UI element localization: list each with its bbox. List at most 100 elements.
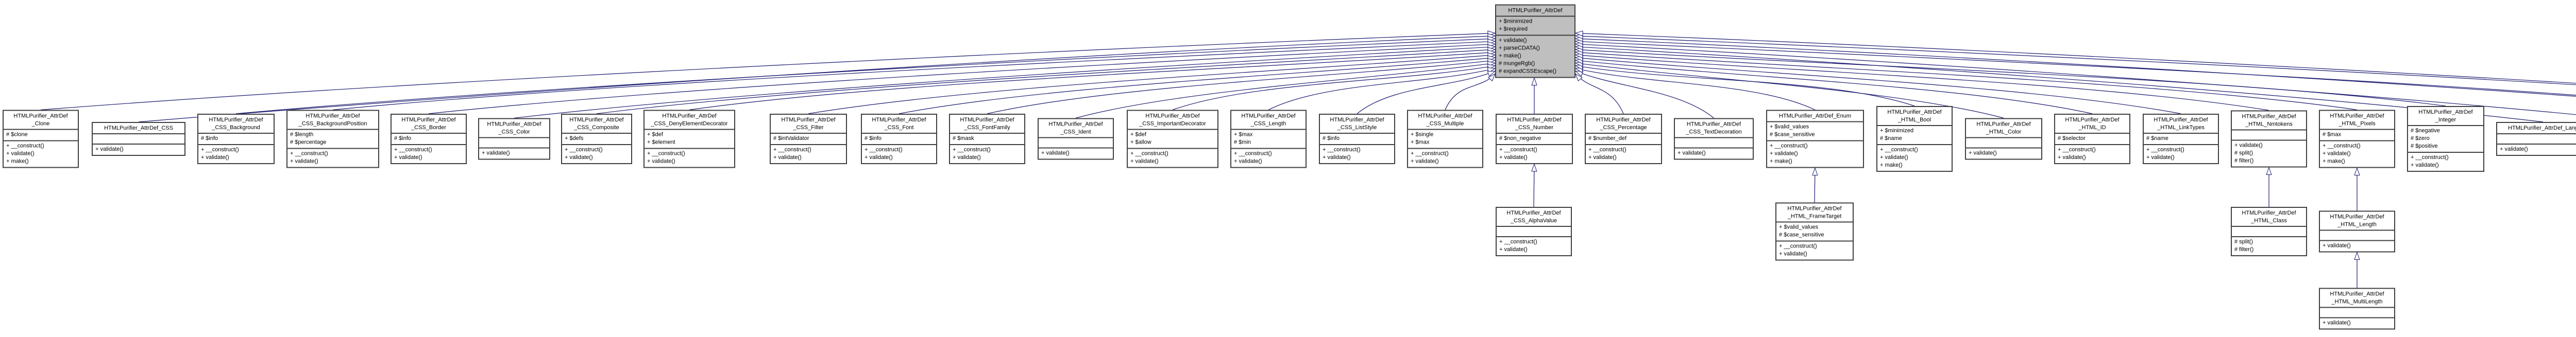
class-box-clone[interactable]: HTMLPurifier_AttrDef _Clone # $clone + _… [3,110,79,168]
class-box-html_linktypes[interactable]: HTMLPurifier_AttrDef _HTML_LinkTypes # $… [2143,114,2219,164]
attribute: + $minimized [1880,128,1914,134]
attributes-compartment [2232,129,2306,140]
class-box-css_background[interactable]: HTMLPurifier_AttrDef _CSS_Background # $… [197,114,275,164]
class-box-css_fontfamily[interactable]: HTMLPurifier_AttrDef _CSS_FontFamily # $… [949,114,1025,164]
class-title: HTMLPurifier_AttrDef _CSS_Font [872,117,926,131]
methods-compartment: + validate() [93,144,184,155]
class-title: HTMLPurifier_AttrDef [1508,7,1563,14]
class-box-attrdef[interactable]: HTMLPurifier_AttrDef + $minimized+ $requ… [1495,4,1575,78]
methods-compartment: + __construct()+ validate() [1497,144,1572,163]
class-box-enum[interactable]: HTMLPurifier_AttrDef_Enum + $valid_value… [1766,110,1864,168]
attribute: + $def [647,131,663,138]
class-box-css_length[interactable]: HTMLPurifier_AttrDef _CSS_Length + $max#… [1230,110,1307,168]
method: + validate() [2058,154,2086,161]
method: + validate() [1499,37,1527,44]
method: + __construct() [2411,154,2449,161]
class-box-css_filter[interactable]: HTMLPurifier_AttrDef _CSS_Filter # $intV… [770,114,847,164]
methods-compartment: + __construct()+ validate()+ make() [4,140,78,167]
methods-compartment: + validate() [479,147,549,159]
attribute: # $zero [2411,135,2430,141]
attribute: + $minimized [1499,18,1533,25]
class-box-html_frametarget[interactable]: HTMLPurifier_AttrDef _HTML_FrameTarget +… [1775,202,1854,261]
attribute: # $max [2323,131,2342,138]
attribute: # $non_negative [1499,135,1541,141]
method: + validate() [865,154,893,161]
method: + validate() [2146,154,2175,161]
methods-compartment: + __construct()+ validate() [950,144,1024,163]
class-box-html_multilength[interactable]: HTMLPurifier_AttrDef _HTML_MultiLength +… [2319,288,2395,330]
method: + __construct() [1880,147,1918,153]
class-box-css_importantdecorator[interactable]: HTMLPurifier_AttrDef _CSS_ImportantDecor… [1127,110,1218,168]
methods-compartment: + validate()# split()# filter() [2232,139,2306,167]
class-box-css_multiple[interactable]: HTMLPurifier_AttrDef _CSS_Multiple + $si… [1407,110,1483,168]
class-box-lang[interactable]: HTMLPurifier_AttrDef_Lang + validate() [2496,122,2576,156]
class-box-html_bool[interactable]: HTMLPurifier_AttrDef _HTML_Bool + $minim… [1876,106,1953,172]
method: + validate() [1779,251,1807,257]
class-box-css_alphavalue[interactable]: HTMLPurifier_AttrDef _CSS_AlphaValue + _… [1496,207,1572,256]
class-title: HTMLPurifier_AttrDef _CSS_Background [209,117,263,131]
attribute: + $defs [565,135,584,141]
attributes-compartment [1966,137,2041,148]
method: + validate() [482,150,510,156]
class-box-css_color[interactable]: HTMLPurifier_AttrDef _CSS_Color + valida… [478,118,550,160]
class-title: HTMLPurifier_AttrDef _CSS_Border [401,117,456,131]
attributes-compartment: # $max [2320,129,2394,140]
attributes-compartment: # $non_negative [1497,133,1572,144]
class-box-css_ident[interactable]: HTMLPurifier_AttrDef _CSS_Ident + valida… [1038,118,1114,160]
attribute: + $single [1411,131,1434,138]
class-box-css_percentage[interactable]: HTMLPurifier_AttrDef _CSS_Percentage # $… [1585,114,1662,164]
method: + validate() [1499,246,1528,253]
attribute: # $mask [953,135,974,141]
methods-compartment: + __construct()+ validate() [1408,148,1482,167]
attribute: # $selector [2058,135,2086,141]
class-box-css_font[interactable]: HTMLPurifier_AttrDef _CSS_Font # $info +… [861,114,937,164]
attribute: # $info [1323,135,1340,141]
class-title: HTMLPurifier_AttrDef _CSS_TextDecoration [1686,121,1742,135]
attribute: # $case_sensitive [1770,131,1815,138]
class-box-html_class[interactable]: HTMLPurifier_AttrDef _HTML_Class # split… [2231,207,2307,256]
class-box-css_liststyle[interactable]: HTMLPurifier_AttrDef _CSS_ListStyle # $i… [1319,114,1395,164]
method: + __construct() [953,147,991,153]
attributes-compartment: # $mask [950,133,1024,144]
attribute: + $valid_values [1779,224,1819,230]
attributes-compartment: # $info [392,133,466,144]
class-box-css_number[interactable]: HTMLPurifier_AttrDef _CSS_Number # $non_… [1496,114,1573,164]
class-title: HTMLPurifier_AttrDef_Enum [1779,113,1851,119]
class-box-css_border[interactable]: HTMLPurifier_AttrDef _CSS_Border # $info… [391,114,467,164]
class-box-css_backgroundposition[interactable]: HTMLPurifier_AttrDef _CSS_BackgroundPosi… [286,110,379,168]
method: + validate() [1234,158,1262,165]
class-title: HTMLPurifier_AttrDef_Lang [2508,125,2576,131]
class-box-html_id[interactable]: HTMLPurifier_AttrDef _HTML_ID # $selecto… [2054,114,2130,164]
attributes-compartment: # $info [198,133,274,144]
class-title: HTMLPurifier_AttrDef _Integer [2418,109,2473,123]
attribute: + $required [1499,26,1528,32]
attribute: # $name [1880,135,1902,141]
class-box-integer[interactable]: HTMLPurifier_AttrDef _Integer # $negativ… [2407,106,2484,172]
method: + validate() [1880,154,1908,161]
attributes-compartment: # $info [862,133,936,144]
attribute: # $name [2146,135,2168,141]
attribute: # $info [201,135,218,141]
methods-compartment: + __construct()+ validate() [1231,148,1306,167]
method: + make() [1770,158,1792,165]
class-box-css_composite[interactable]: HTMLPurifier_AttrDef _CSS_Composite + $d… [561,114,632,164]
method: + make() [2323,158,2345,165]
attribute: + $element [647,139,675,146]
method: + __construct() [1499,239,1537,245]
class-box-html_length[interactable]: HTMLPurifier_AttrDef _HTML_Length + vali… [2319,210,2395,253]
class-box-css[interactable]: HTMLPurifier_AttrDef_CSS + validate() [92,122,185,156]
class-box-css_textdecoration[interactable]: HTMLPurifier_AttrDef _CSS_TextDecoration… [1674,118,1754,160]
attribute: # $case_sensitive [1779,232,1824,238]
class-box-html_color[interactable]: HTMLPurifier_AttrDef _HTML_Color + valid… [1965,118,2042,160]
class-box-css_denyelementdecorator[interactable]: HTMLPurifier_AttrDef _CSS_DenyElementDec… [643,110,735,168]
attributes-compartment: + $valid_values # $case_sensitive [1776,221,1853,241]
class-box-html_pixels[interactable]: HTMLPurifier_AttrDef _HTML_Pixels # $max… [2319,110,2395,168]
method: + __construct() [2323,143,2361,149]
method: + __construct() [1499,147,1537,153]
attribute: # $info [394,135,412,141]
class-title: HTMLPurifier_AttrDef _CSS_ListStyle [1330,117,1384,131]
attributes-compartment [1039,137,1113,148]
class-box-html_nmtokens[interactable]: HTMLPurifier_AttrDef _HTML_Nmtokens + va… [2231,110,2307,168]
methods-compartment: + __construct()+ validate() [2055,144,2129,163]
attributes-compartment: + $single+ $max [1408,129,1482,148]
